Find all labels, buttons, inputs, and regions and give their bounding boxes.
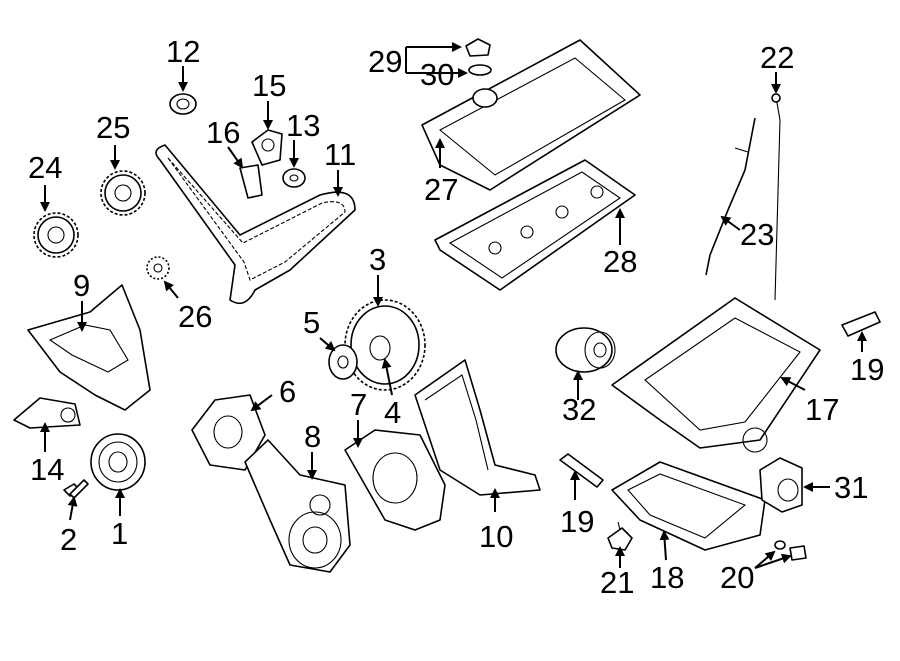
callout-24: 24 <box>28 150 62 185</box>
callout-6: 6 <box>279 374 296 409</box>
callout-27: 27 <box>424 172 458 207</box>
camshaft-sprocket-24 <box>33 212 79 258</box>
callout-20: 20 <box>720 560 754 595</box>
timing-cover-10 <box>414 359 541 496</box>
callout-1: 1 <box>111 516 128 551</box>
timing-belt-11 <box>155 144 356 305</box>
dipstick-22 <box>771 93 781 301</box>
sealant-tube-19a <box>841 311 881 337</box>
callout-28: 28 <box>603 244 637 279</box>
callout-3: 3 <box>369 242 386 277</box>
callout-32: 32 <box>562 392 596 427</box>
callout-16: 16 <box>206 115 240 150</box>
oil-level-sensor-21 <box>607 521 633 551</box>
callout-2: 2 <box>60 522 77 557</box>
callout-5: 5 <box>303 305 320 340</box>
bracket-14 <box>13 397 81 429</box>
callout-23: 23 <box>740 217 774 252</box>
callout-21: 21 <box>600 565 634 600</box>
callout-17: 17 <box>805 392 839 427</box>
callout-13: 13 <box>286 108 320 143</box>
callout-15: 15 <box>252 68 286 103</box>
valve-cover-gasket-28 <box>434 159 636 291</box>
callout-7: 7 <box>350 387 367 422</box>
idler-pulley-12 <box>169 93 197 115</box>
callout-25: 25 <box>96 110 130 145</box>
callout-10: 10 <box>479 519 513 554</box>
flywheel-3 <box>344 299 426 391</box>
callout-18: 18 <box>650 560 684 595</box>
filler-cap-seal-30 <box>468 64 492 76</box>
tensioner-15 <box>251 129 283 166</box>
callout-26: 26 <box>178 299 212 334</box>
callout-8: 8 <box>304 419 321 454</box>
callout-numbers: 12 25 24 26 11 15 16 13 9 14 1 2 3 4 5 6… <box>28 34 884 600</box>
sealant-tube-19b <box>559 453 604 488</box>
callout-12: 12 <box>166 34 200 69</box>
oil-filler-cap-29 <box>465 38 491 57</box>
timing-cover-7 <box>344 429 446 531</box>
camshaft-sprocket-25 <box>100 170 146 216</box>
callout-30: 30 <box>420 57 454 92</box>
callout-19-left: 19 <box>560 504 594 539</box>
callout-31: 31 <box>834 470 868 505</box>
tensioner-damper-16 <box>239 164 263 199</box>
timing-cover-8 <box>244 439 351 573</box>
callout-14: 14 <box>30 452 64 487</box>
callout-22: 22 <box>760 40 794 75</box>
idler-pulley-13 <box>282 168 306 188</box>
crankshaft-sprocket-26 <box>146 256 170 280</box>
dipstick-tube-23 <box>705 117 756 276</box>
engine-mount-31 <box>759 457 803 513</box>
pulley-bolt-2 <box>63 479 89 499</box>
leader-arrows <box>40 42 867 569</box>
callout-19-right: 19 <box>850 352 884 387</box>
upper-timing-cover-9 <box>27 284 151 411</box>
callout-4: 4 <box>384 395 401 430</box>
callout-11: 11 <box>324 137 356 172</box>
callout-29: 29 <box>368 44 402 79</box>
oil-filter-32 <box>555 327 616 373</box>
oil-pan-lower-18 <box>611 461 766 551</box>
flywheel-plate-5 <box>328 344 358 380</box>
oil-pan-upper-17 <box>611 297 821 453</box>
drain-plug-20 <box>774 540 807 561</box>
valve-cover-27 <box>421 39 641 191</box>
crankshaft-pulley-1 <box>90 433 146 491</box>
timing-cover-6 <box>191 394 266 471</box>
callout-9: 9 <box>73 268 90 303</box>
